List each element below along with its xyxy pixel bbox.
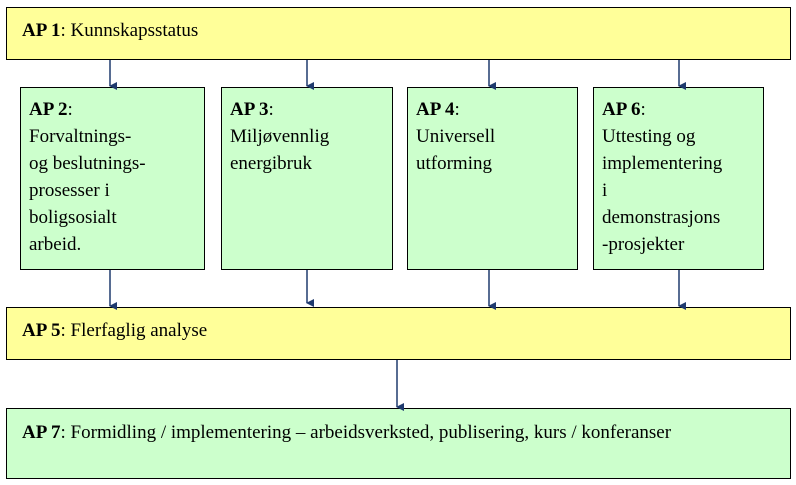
ap3-id: AP 3 [230,99,269,120]
ap6-text: : Uttesting og implementering i demonstr… [602,99,723,255]
ap2-text: : Forvaltnings- og beslutnings- prosesse… [29,99,146,255]
ap5-text: : Flerfaglig analyse [60,320,208,341]
ap6-id: AP 6 [602,99,641,120]
ap1-text: : Kunnskapsstatus [60,20,199,41]
ap5-id: AP 5 [22,320,61,341]
box-ap2: AP 2: Forvaltnings- og beslutnings- pros… [20,87,205,270]
box-ap7: AP 7: Formidling / implementering – arbe… [6,408,791,479]
box-ap1: AP 1: Kunnskapsstatus [6,7,791,60]
ap1-id: AP 1 [22,20,61,41]
ap7-id: AP 7 [22,422,61,443]
box-ap4: AP 4: Universell utforming [407,87,578,270]
ap4-id: AP 4 [416,99,455,120]
box-ap3: AP 3: Miljøvennlig energibruk [221,87,393,270]
ap3-text: : Miljøvennlig energibruk [230,99,330,174]
ap4-text: : Universell utforming [416,99,496,174]
box-ap5: AP 5: Flerfaglig analyse [6,307,791,360]
box-ap6: AP 6: Uttesting og implementering i demo… [593,87,764,270]
ap2-id: AP 2 [29,99,68,120]
ap7-text: : Formidling / implementering – arbeidsv… [60,422,672,443]
